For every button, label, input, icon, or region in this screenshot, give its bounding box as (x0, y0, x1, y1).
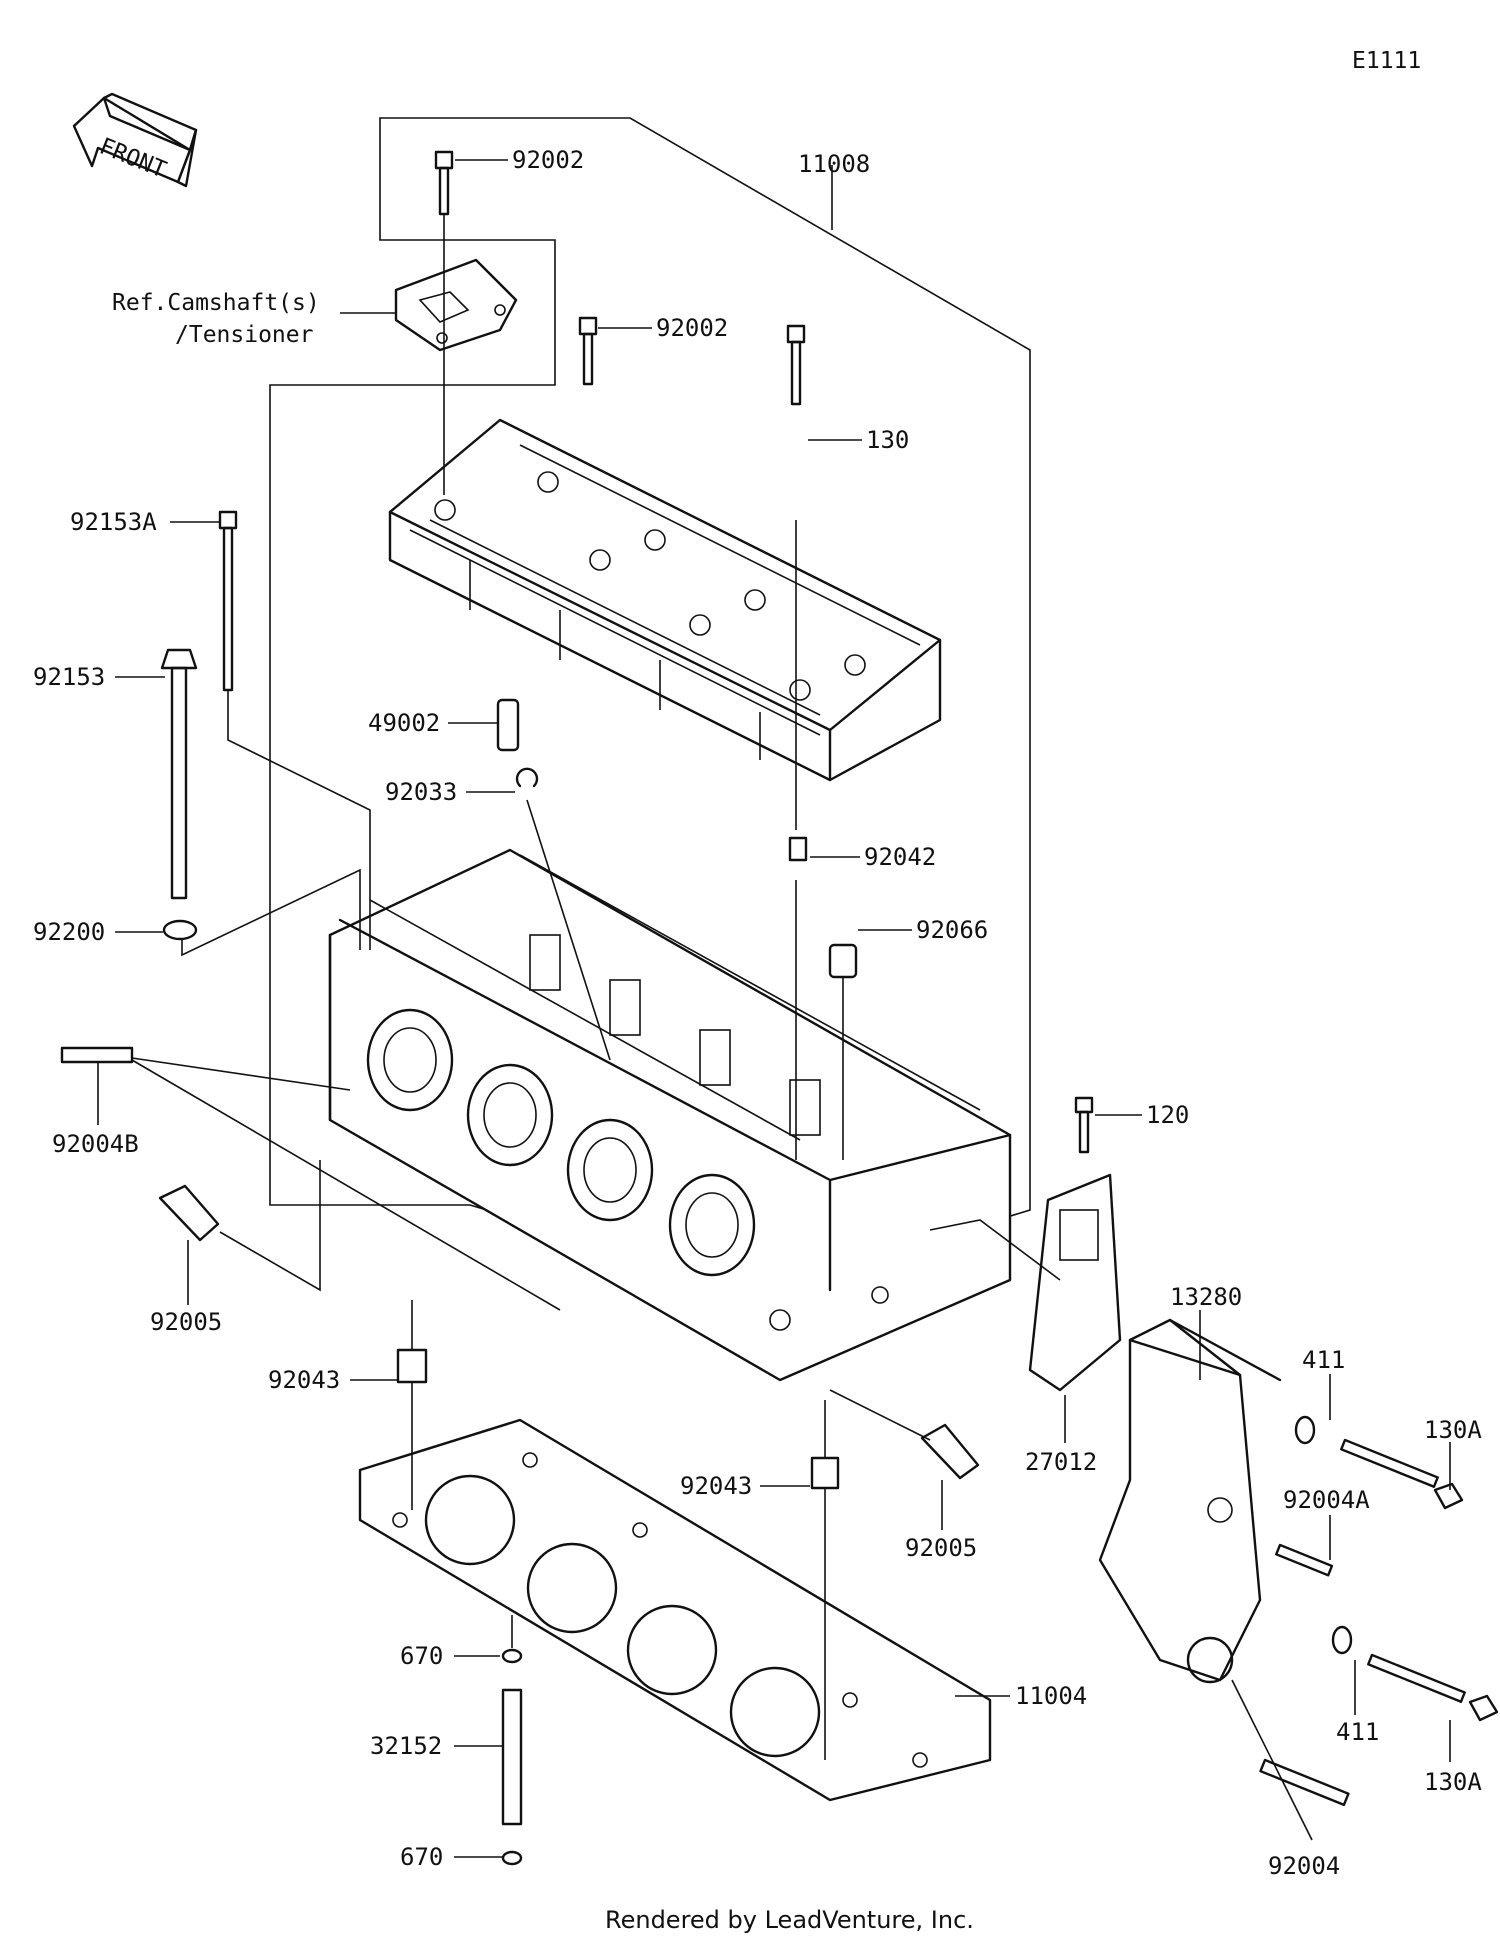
label-130: 130 (866, 426, 909, 454)
plug-92066 (828, 943, 858, 1160)
circlip-92033 (515, 767, 611, 1061)
head-gasket (358, 1418, 992, 1802)
label-13280: 13280 (1170, 1283, 1242, 1311)
bolt-130A-top (1340, 1438, 1464, 1510)
label-92200: 92200 (33, 918, 105, 946)
bolt-92002-top (434, 150, 454, 495)
dowel-92042 (788, 836, 808, 862)
label-92004A: 92004A (1283, 1486, 1370, 1514)
label-92033: 92033 (385, 778, 457, 806)
dowel-92043-left (396, 1300, 428, 1510)
bolt-130 (786, 324, 806, 1160)
label-670-top: 670 (400, 1642, 443, 1670)
label-92005-right: 92005 (905, 1534, 977, 1562)
fitting-92005-left (158, 1160, 321, 1292)
fitting-92005-right (829, 1389, 980, 1480)
label-11004: 11004 (1015, 1682, 1087, 1710)
oring-670-top (501, 1615, 523, 1664)
label-92066: 92066 (916, 916, 988, 944)
label-120: 120 (1146, 1101, 1189, 1129)
label-92043-left: 92043 (268, 1366, 340, 1394)
label-130A-bottom: 130A (1424, 1768, 1482, 1796)
camshaft-cap-assembly (388, 418, 942, 782)
label-92004B: 92004B (52, 1130, 139, 1158)
dowel-49002 (496, 698, 520, 752)
dowel-92043-right (810, 1400, 840, 1760)
label-92005-left: 92005 (150, 1308, 222, 1336)
label-92042: 92042 (864, 843, 936, 871)
label-27012: 27012 (1025, 1448, 1097, 1476)
bolt-120 (1074, 1096, 1094, 1154)
oring-670-bottom (501, 1850, 523, 1866)
label-49002: 49002 (368, 709, 440, 737)
label-11008: 11008 (798, 150, 870, 178)
bracket-27012 (929, 1173, 1122, 1392)
label-92043-right: 92043 (680, 1472, 752, 1500)
washer-92200 (162, 919, 198, 941)
label-92002-mid: 92002 (656, 314, 728, 342)
bolt-92153A (218, 510, 371, 950)
label-32152: 32152 (370, 1732, 442, 1760)
washer-411-top (1294, 1415, 1316, 1445)
label-130A-top: 130A (1424, 1416, 1482, 1444)
label-92004: 92004 (1268, 1852, 1340, 1880)
reference-note-line2: /Tensioner (175, 322, 313, 348)
washer-411-bottom (1331, 1625, 1353, 1655)
reference-note-line1: Ref.Camshaft(s) (112, 290, 320, 316)
label-92153A: 92153A (70, 508, 157, 536)
front-arrow-icon: FRONT (72, 92, 198, 188)
stud-92004A (1275, 1543, 1334, 1577)
stud-92004B (60, 1046, 561, 1311)
stud-92004 (1231, 1679, 1350, 1841)
engine-mount-13280 (1098, 1318, 1282, 1684)
camshaft-holder-ref (394, 258, 518, 352)
label-670-bottom: 670 (400, 1843, 443, 1871)
label-92002-top: 92002 (512, 146, 584, 174)
label-411-top: 411 (1302, 1346, 1345, 1374)
diagram-code: E1111 (1352, 48, 1421, 74)
pipe-32152 (501, 1688, 523, 1826)
label-411-bottom: 411 (1336, 1718, 1379, 1746)
bolt-92002-mid (578, 316, 598, 386)
label-92153: 92153 (33, 663, 105, 691)
cylinder-head (328, 848, 1012, 1382)
footer-credit: Rendered by LeadVenture, Inc. (605, 1906, 974, 1934)
bolt-130A-bottom (1367, 1653, 1499, 1722)
leader-lines (97, 159, 1451, 1858)
bolt-92153 (160, 648, 361, 957)
